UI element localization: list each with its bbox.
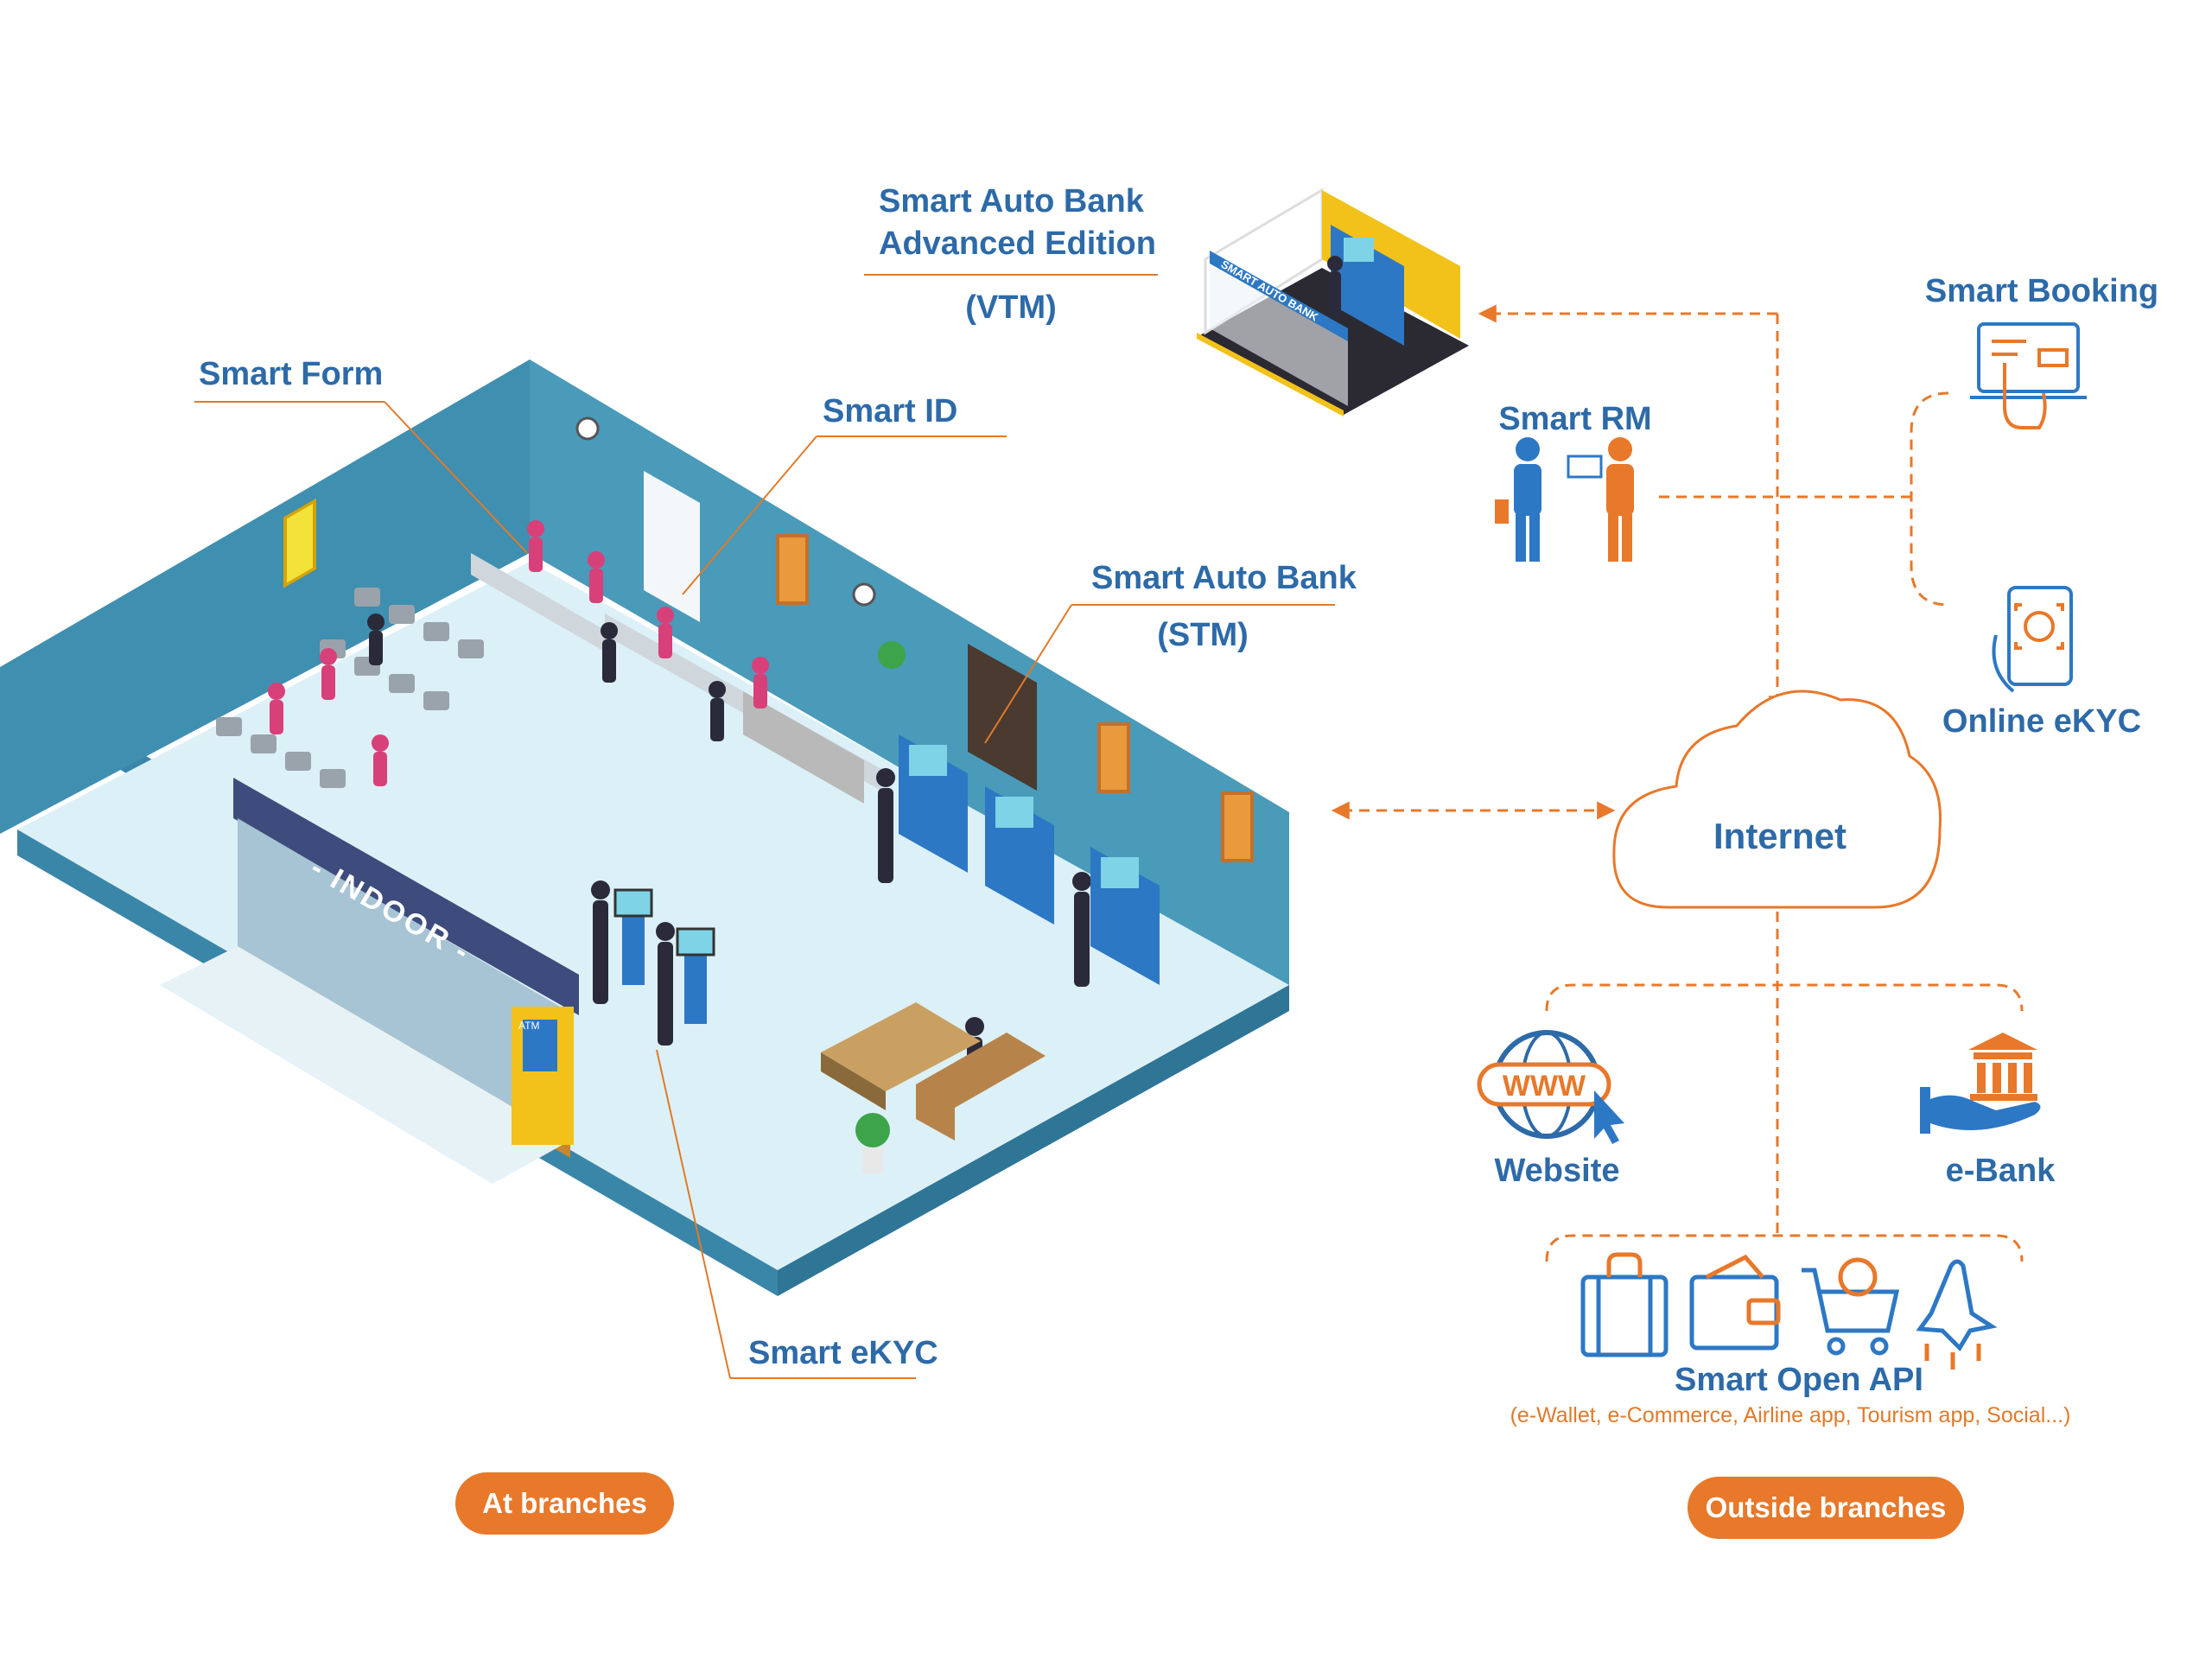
- api-bracket: [1545, 1234, 2024, 1262]
- vtm-title-line2: Advanced Edition: [879, 226, 1156, 262]
- counter-desk: [471, 553, 613, 657]
- internet-label: Internet: [1713, 816, 1847, 856]
- wall-frame: [776, 534, 809, 605]
- open-api-label: Smart Open API: [1675, 1362, 1923, 1398]
- waiting-chairs: [216, 588, 484, 788]
- online-ekyc-label: Online eKYC: [1942, 703, 2142, 740]
- open-api-sublabel: (e-Wallet, e-Commerce, Airline app, Tour…: [1510, 1403, 2071, 1427]
- smart-ekyc-label: Smart eKYC: [748, 1335, 938, 1371]
- smart-rm-label: Smart RM: [1498, 401, 1652, 437]
- entrance-step: [160, 946, 570, 1184]
- leader-lines: [194, 274, 1335, 1379]
- phone-face-icon: [1992, 586, 2073, 693]
- ebank-label: e-Bank: [1945, 1153, 2056, 1189]
- www-text: WWW: [1503, 1070, 1586, 1103]
- vtm-booth: [1197, 188, 1469, 416]
- smart-form-label: Smart Form: [199, 356, 384, 392]
- stm-subtitle: (STM): [1157, 617, 1249, 653]
- website-bracket: [1545, 983, 2024, 1012]
- booking-icon: [1970, 322, 2087, 429]
- clock-icon: [852, 582, 876, 607]
- atm-sign: ATM: [518, 1020, 540, 1032]
- outside-branches-badge: Outside branches: [1688, 1477, 1964, 1539]
- branch-building: [0, 359, 1289, 1296]
- wallet-icon: [1689, 1254, 1781, 1351]
- plant-icon: [878, 641, 906, 669]
- person-icon: [1567, 437, 1634, 562]
- wall-left: [0, 359, 530, 834]
- cart-icon: [1802, 1257, 1900, 1356]
- at-branches-badge: At branches: [455, 1472, 674, 1535]
- smart-id-label: Smart ID: [823, 393, 958, 429]
- wall-right: [530, 359, 1289, 994]
- wall-frame: [1097, 722, 1130, 793]
- ekyc-kiosks: [613, 888, 715, 1024]
- plant-icon: [855, 1113, 890, 1147]
- wall-frame: [1221, 791, 1254, 862]
- entrance-glass: [238, 818, 570, 1141]
- entrance-sign: [233, 778, 579, 1015]
- suitcase-icon: [1580, 1252, 1669, 1357]
- sofa: [916, 1033, 1046, 1141]
- office-partition: [743, 691, 864, 804]
- website-label: Website: [1494, 1153, 1620, 1189]
- cursor-icon: [1594, 1090, 1624, 1144]
- meeting-table: [821, 1002, 981, 1091]
- hand-icon: [1920, 1087, 2041, 1134]
- person-icon: [1495, 437, 1541, 562]
- stm-kiosks: [899, 734, 1160, 985]
- cloud-icon: [1612, 690, 1942, 909]
- wall-frame: [283, 498, 316, 588]
- clock-icon: [575, 416, 600, 441]
- airplane-icon: [1916, 1259, 1998, 1370]
- globe-icon: WWW: [1477, 1030, 1624, 1144]
- bank-icon: [1920, 1033, 2041, 1134]
- smart-booking-label: Smart Booking: [1924, 273, 2159, 309]
- booking-bracket: [1910, 391, 1949, 607]
- notice-board: [968, 644, 1037, 791]
- window: [644, 471, 700, 622]
- vtm-subtitle: (VTM): [965, 289, 1057, 326]
- vtm-title-line1: Smart Auto Bank: [879, 183, 1144, 219]
- stm-title: Smart Auto Bank: [1091, 560, 1357, 596]
- network-lines: [1331, 304, 2024, 1262]
